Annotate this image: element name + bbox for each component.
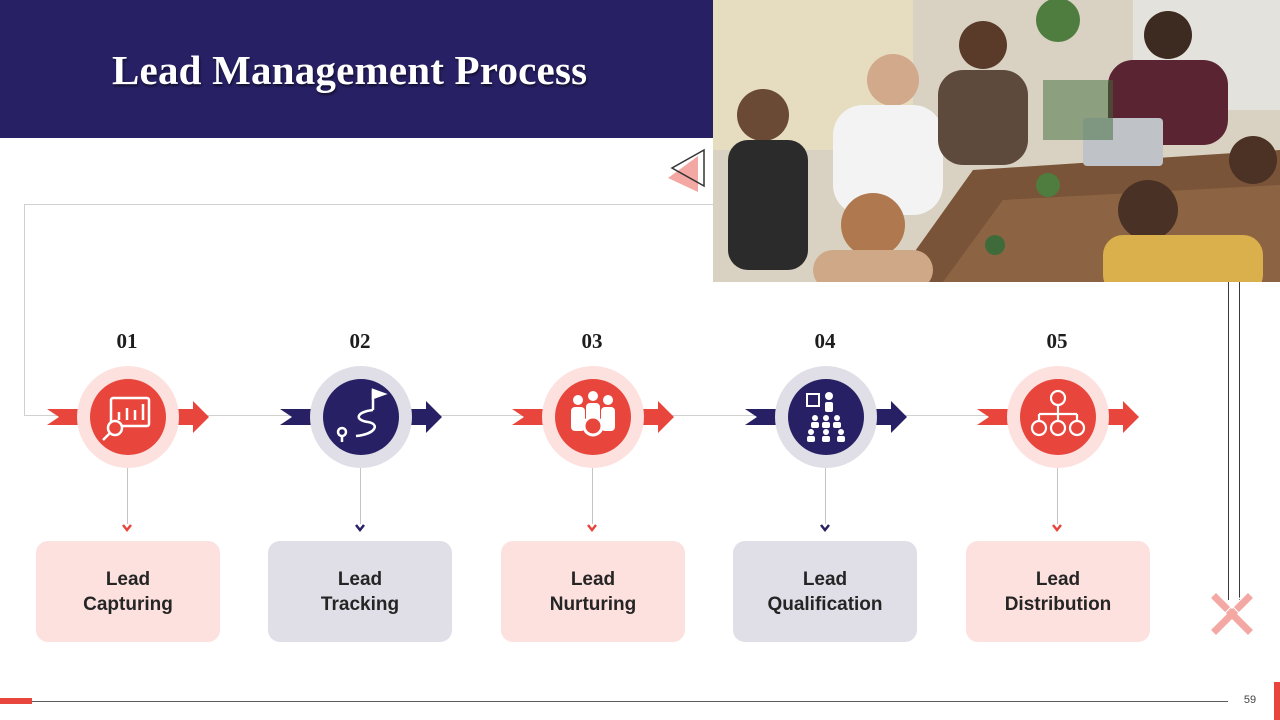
chevron-down-icon xyxy=(1052,524,1062,532)
step-label-box-05: Lead Distribution xyxy=(966,541,1150,642)
page-number: 59 xyxy=(1243,694,1257,706)
step-graphic-01 xyxy=(47,366,209,468)
connector-04 xyxy=(825,468,826,524)
step-label-box-02: Lead Tracking xyxy=(268,541,452,642)
route-flag-icon xyxy=(336,388,388,442)
presenter-audience-icon xyxy=(806,392,845,442)
analytics-magnifier-icon xyxy=(102,396,151,441)
connector-03 xyxy=(592,468,593,524)
org-hierarchy-icon xyxy=(1030,389,1086,437)
team-gear-icon xyxy=(571,391,615,437)
step-graphic-05 xyxy=(977,366,1139,468)
team-meeting-photo xyxy=(713,0,1280,282)
step-label-03: Lead Nurturing xyxy=(549,568,637,615)
chevron-down-icon xyxy=(820,524,830,532)
step-number-01: 01 xyxy=(116,329,138,353)
step-number-05: 05 xyxy=(1046,329,1068,353)
frame-top-line xyxy=(24,204,714,205)
step-graphic-02 xyxy=(280,366,442,468)
right-rail-left xyxy=(1228,282,1229,600)
connector-02 xyxy=(360,468,361,524)
chevron-down-icon xyxy=(355,524,365,532)
chevron-down-icon xyxy=(122,524,132,532)
step-label-box-01: Lead Capturing xyxy=(36,541,220,642)
step-number-03: 03 xyxy=(581,329,603,353)
step-number-04: 04 xyxy=(814,329,836,353)
title-band xyxy=(0,0,713,138)
footer-accent-right xyxy=(1274,682,1280,720)
step-number-02: 02 xyxy=(349,329,371,353)
slide-title: Lead Management Process xyxy=(112,47,588,93)
frame-left-line xyxy=(24,204,25,416)
step-graphic-03 xyxy=(512,366,674,468)
right-rail-right xyxy=(1239,282,1240,600)
step-label-box-03: Lead Nurturing xyxy=(501,541,685,642)
step-graphic-04 xyxy=(745,366,907,468)
step-label-05: Lead Distribution xyxy=(1004,568,1112,615)
step-label-01: Lead Capturing xyxy=(83,568,173,615)
connector-01 xyxy=(127,468,128,524)
triangle-decoration-icon xyxy=(668,148,705,192)
step-label-02: Lead Tracking xyxy=(320,568,400,615)
footer-accent-left xyxy=(0,698,32,704)
footer-line xyxy=(32,701,1228,702)
connector-05 xyxy=(1057,468,1058,524)
step-label-box-04: Lead Qualification xyxy=(733,541,917,642)
chevron-down-icon xyxy=(587,524,597,532)
step-label-04: Lead Qualification xyxy=(767,568,883,615)
cross-decoration-icon xyxy=(1211,589,1253,635)
